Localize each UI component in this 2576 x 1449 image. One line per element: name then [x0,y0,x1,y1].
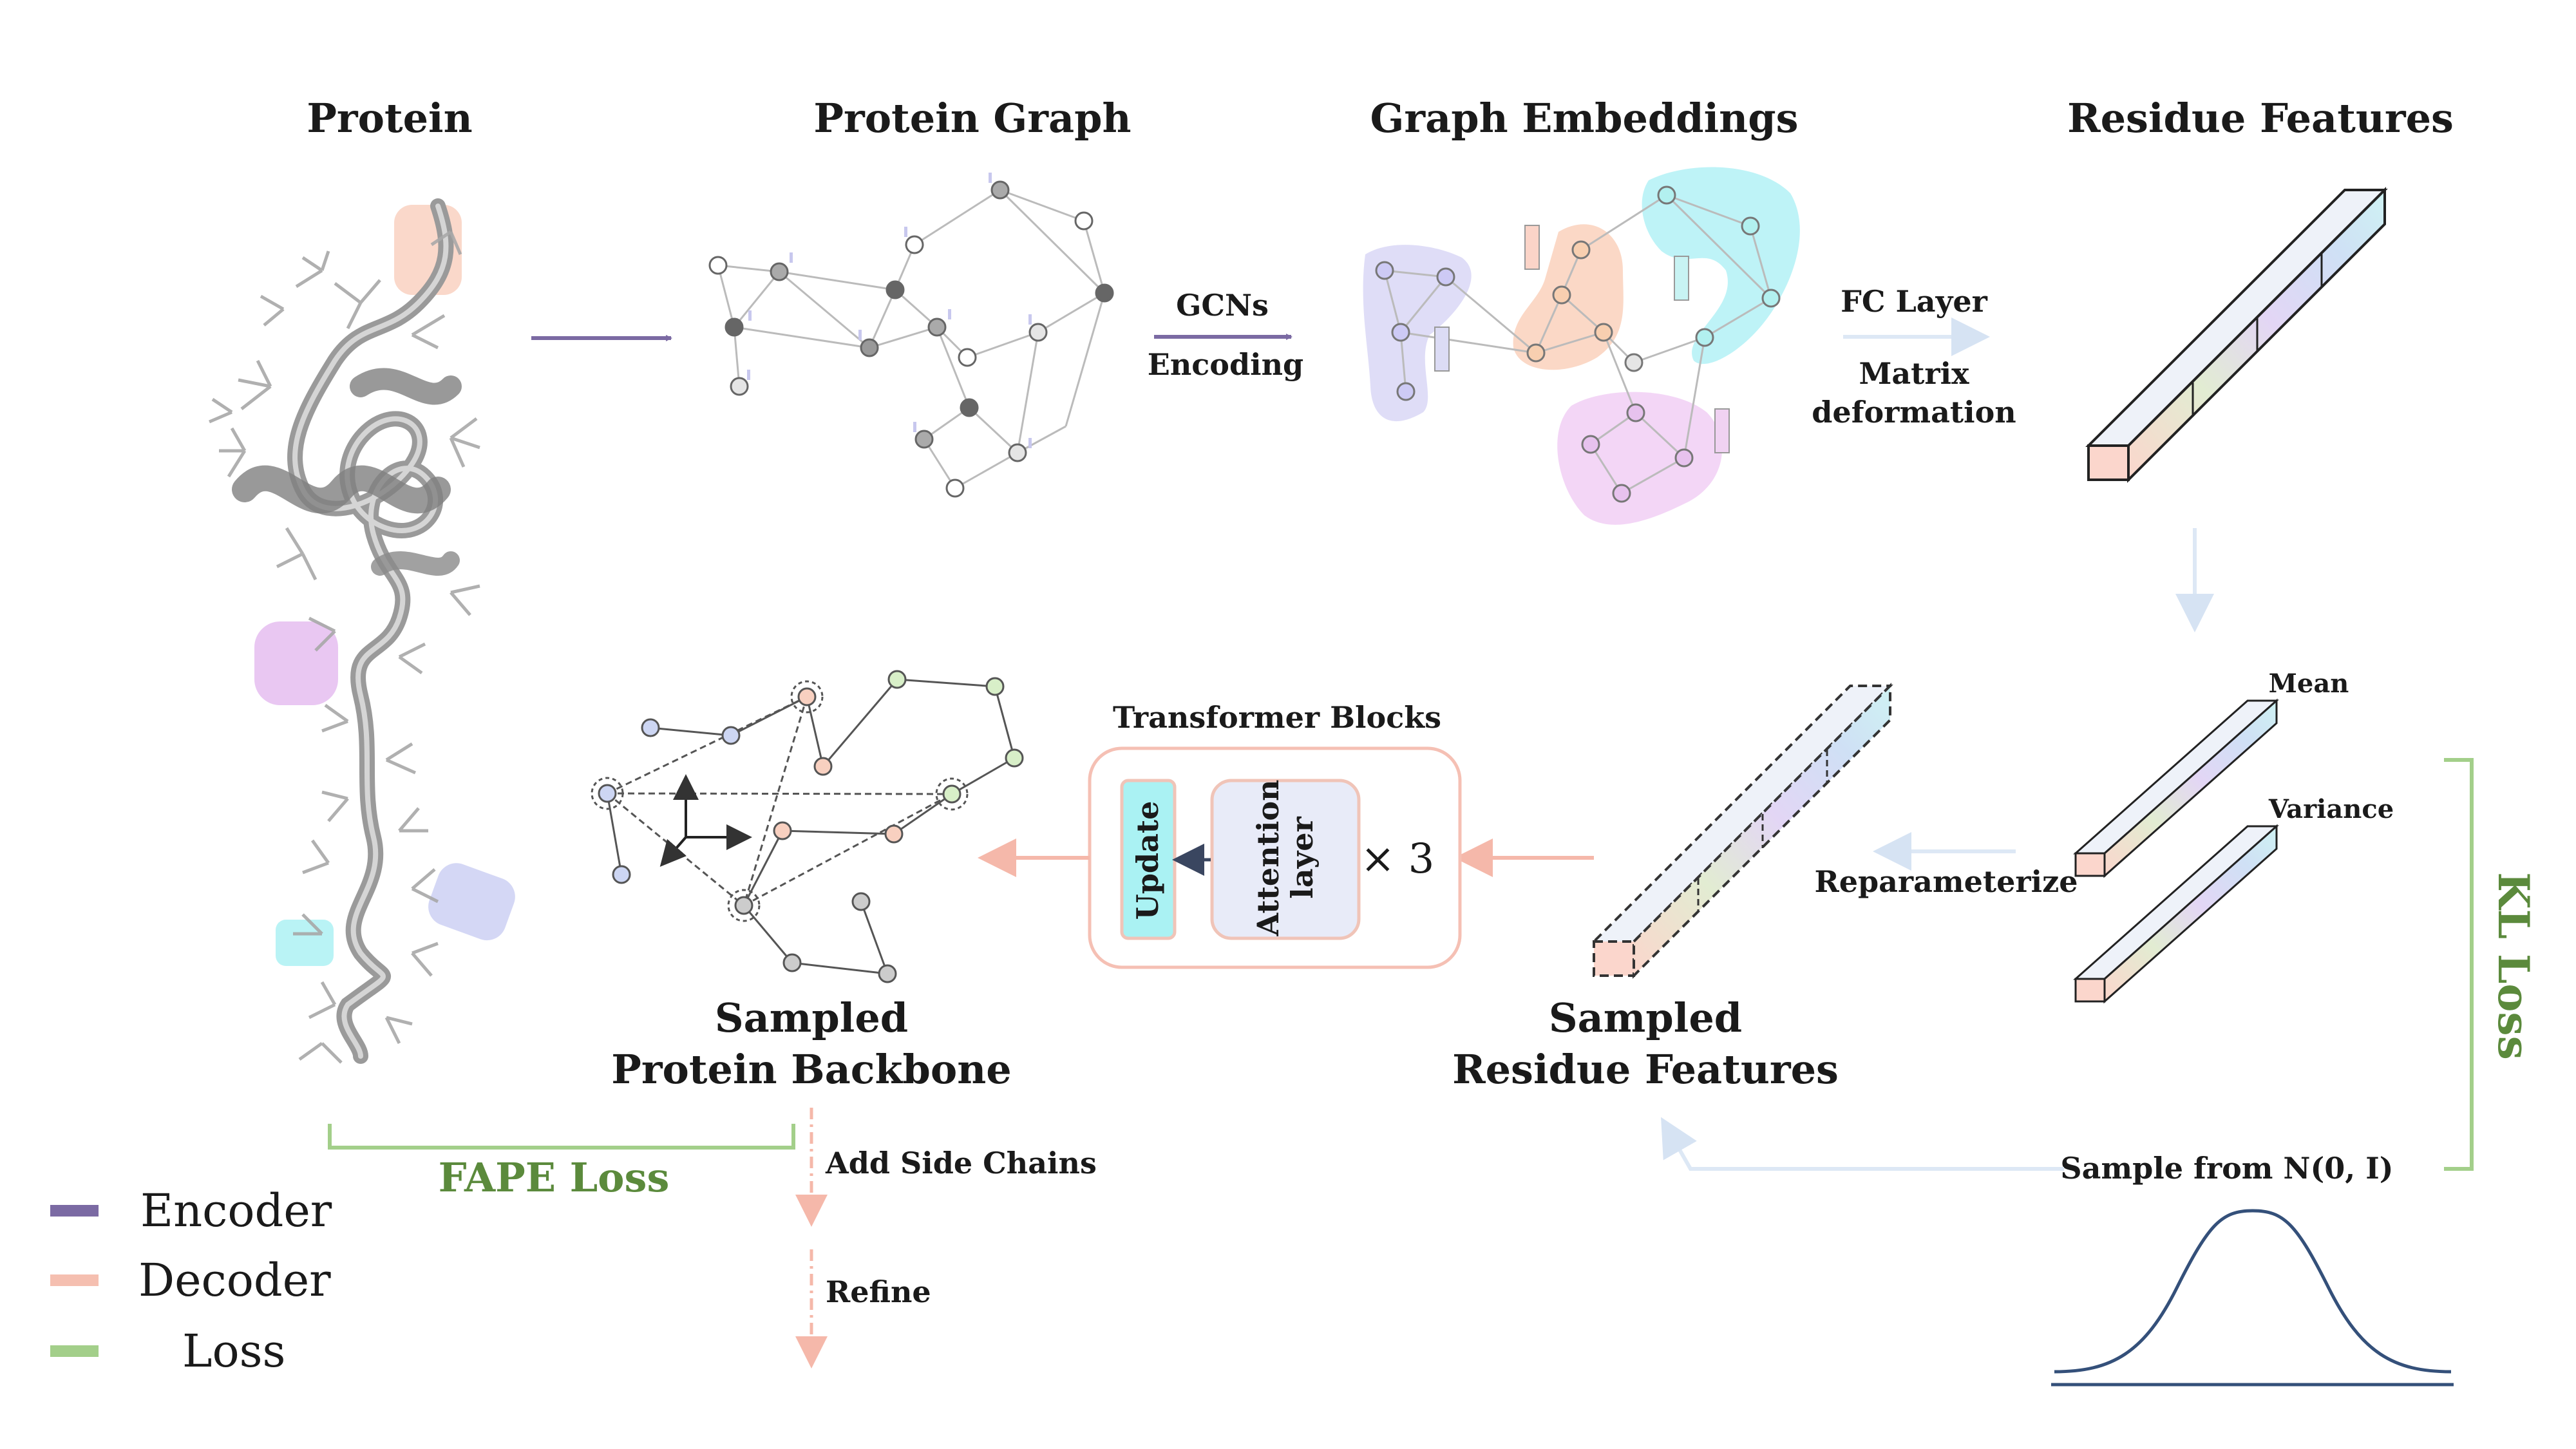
kl-loss-label: KL Loss [2488,872,2539,1060]
protein-graph-nodes [708,180,1114,498]
graph-embeddings [1363,167,1800,525]
title-sampled-features-2: Residue Features [1452,1046,1839,1093]
sampled-residue-features-bar [1591,683,1893,979]
graph-feature-ticks [747,173,1032,448]
title-sampled-features-1: Sampled [1549,994,1742,1041]
label-attention-1: Attention [1251,780,1285,937]
label-reparameterize: Reparameterize [1814,864,2078,899]
legend-loss-label: Loss [182,1325,285,1378]
label-attention-2: layer [1285,816,1320,898]
protein-structure [209,198,515,1064]
variance-bar [2073,824,2279,1004]
label-variance: Variance [2268,794,2394,824]
sampled-backbone [591,670,1024,983]
protein-graph [717,189,1106,489]
gaussian-curve [2051,1209,2454,1387]
legend-encoder-label: Encoder [140,1184,332,1237]
fape-loss-label: FAPE Loss [439,1154,670,1201]
label-transformer-blocks: Transformer Blocks [1113,700,1441,735]
mean-bar [2073,698,2279,878]
title-sampled-backbone-1: Sampled [715,994,908,1041]
title-graph-embeddings: Graph Embeddings [1370,95,1798,142]
legend: Encoder Decoder Loss [50,1184,332,1378]
title-protein: Protein [307,95,472,142]
label-encoding: Encoding [1148,347,1303,382]
label-fc-layer: FC Layer [1841,284,1987,319]
label-matrix: Matrix [1859,356,1969,391]
title-residue-features: Residue Features [2067,95,2454,142]
label-update: Update [1130,801,1165,920]
residue-features-bar [2085,187,2388,483]
title-sampled-backbone-2: Protein Backbone [611,1046,1011,1093]
label-mean: Mean [2269,668,2349,699]
label-deformation: deformation [1812,395,2016,430]
arrow-sample-to-features [1661,1117,2064,1171]
label-times-three: × 3 [1361,835,1435,883]
label-sample-from: Sample from N(0, I) [2060,1151,2393,1186]
label-add-side-chains: Add Side Chains [825,1146,1097,1180]
fape-loss-bracket [328,1124,795,1150]
legend-decoder-label: Decoder [138,1254,331,1307]
kl-loss-bracket [2444,758,2474,1171]
title-protein-graph: Protein Graph [813,95,1131,142]
label-refine: Refine [826,1274,931,1309]
label-gcns: GCNs [1176,288,1269,323]
attention-box [1210,779,1361,940]
